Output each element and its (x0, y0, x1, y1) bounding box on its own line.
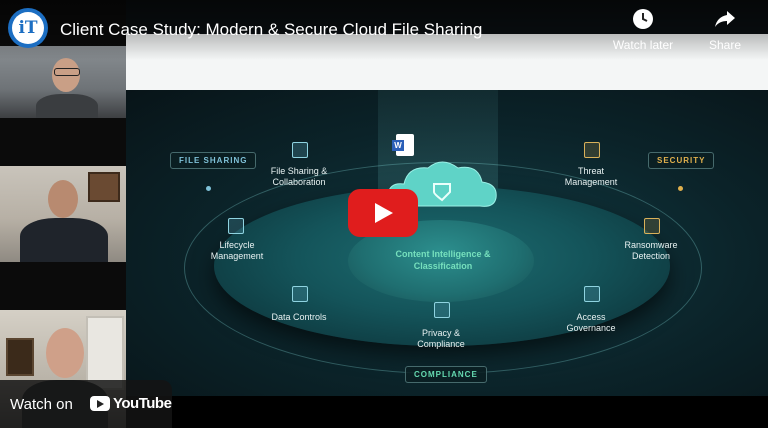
webcam-participant-2 (0, 166, 126, 262)
youtube-wordmark: YouTube (113, 395, 172, 412)
share-button[interactable]: Share (690, 8, 760, 52)
channel-logo: iT (12, 12, 44, 44)
label-ransomware-detection: Ransomware Detection (624, 240, 678, 261)
label-privacy-compliance: Privacy & Compliance (417, 328, 465, 349)
label-lifecycle-management: Lifecycle Management (210, 240, 264, 261)
ring-dot-left (206, 186, 211, 191)
share-icon (715, 11, 735, 27)
clock-icon (633, 9, 653, 29)
tag-compliance: COMPLIANCE (405, 366, 487, 383)
watch-later-button[interactable]: Watch later (608, 8, 678, 52)
webcam-column (0, 0, 126, 428)
presentation-slide: W FILE SHARING SECURITY COMPLIANCE File … (126, 90, 768, 396)
collaboration-icon (292, 142, 308, 158)
watch-on-youtube-button[interactable]: Watch on YouTube (0, 380, 172, 428)
access-icon (584, 286, 600, 302)
threat-icon (584, 142, 600, 158)
channel-avatar[interactable]: iT (8, 8, 48, 48)
video-title[interactable]: Client Case Study: Modern & Secure Cloud… (60, 20, 483, 39)
word-doc-icon: W (392, 134, 414, 156)
slide-bottom-band (126, 396, 768, 428)
label-content-intelligence: Content Intelligence & Classification (395, 249, 491, 271)
label-access-governance: Access Governance (566, 312, 616, 333)
label-file-sharing-collaboration: File Sharing & Collaboration (270, 166, 328, 187)
ransomware-icon (644, 218, 660, 234)
share-label: Share (708, 38, 742, 52)
lifecycle-icon (228, 218, 244, 234)
tag-file-sharing: FILE SHARING (170, 152, 257, 169)
ring-dot-right (678, 186, 683, 191)
label-threat-management: Threat Management (564, 166, 618, 187)
tag-security: SECURITY (648, 152, 715, 169)
watch-later-label: Watch later (612, 38, 674, 52)
watch-on-label: Watch on (10, 396, 73, 413)
youtube-icon (90, 396, 110, 411)
data-controls-icon (292, 286, 308, 302)
privacy-icon (434, 302, 450, 318)
play-button[interactable] (348, 189, 418, 237)
label-data-controls: Data Controls (271, 312, 327, 322)
